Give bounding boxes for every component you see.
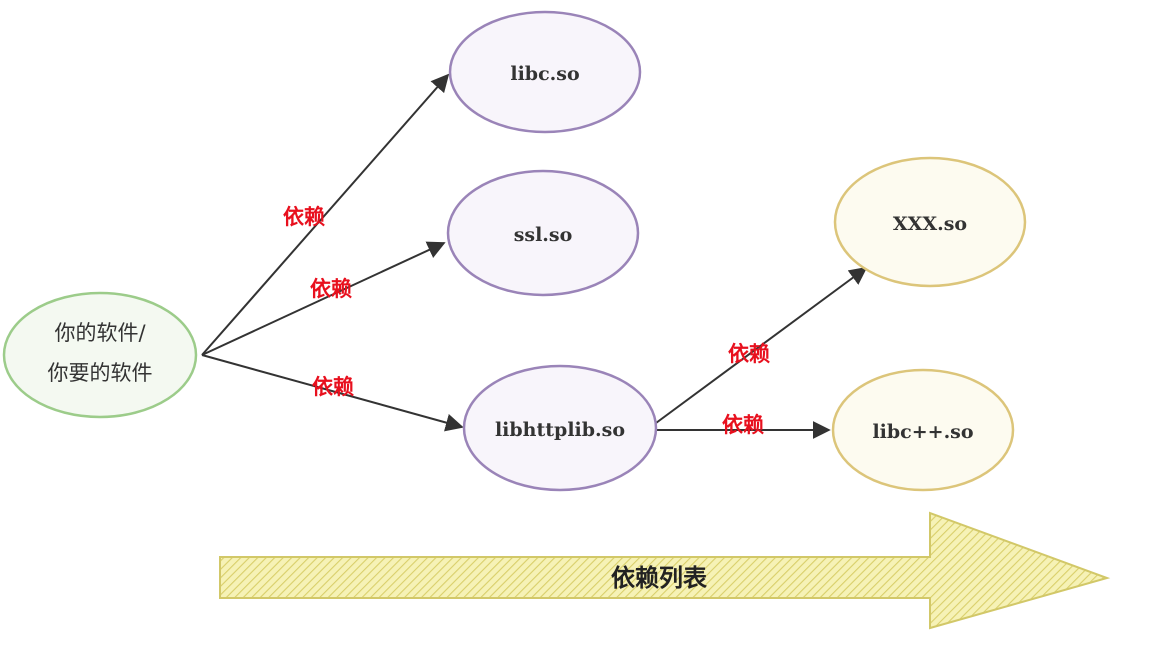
edge-labels: 依赖 依赖 依赖 依赖 依赖 bbox=[283, 205, 770, 437]
node-ssl-shape bbox=[446, 169, 640, 297]
node-xxx-label: XXX.so bbox=[893, 213, 967, 235]
edge-root-libhttplib bbox=[201, 354, 464, 432]
edge-label-root-libhttplib: 依赖 bbox=[312, 375, 354, 399]
node-libc-shape bbox=[448, 10, 642, 134]
node-root-label-line2: 你要的软件 bbox=[48, 361, 153, 385]
edge-libhttplib-xxx bbox=[655, 266, 868, 424]
banner-arrow-shape bbox=[219, 511, 1111, 630]
edge-label-root-ssl: 依赖 bbox=[310, 277, 352, 301]
node-root-label-line1: 你的软件/ bbox=[54, 321, 146, 345]
edge-label-libhttplib-xxx: 依赖 bbox=[728, 342, 770, 366]
node-xxx: XXX.so bbox=[833, 156, 1027, 288]
edge-root-ssl bbox=[201, 241, 446, 356]
node-ssl: ssl.so bbox=[446, 169, 640, 297]
node-libc-label: libc.so bbox=[510, 63, 579, 85]
dependency-list-banner: 依赖列表 bbox=[219, 511, 1111, 630]
edge-label-libhttplib-libcpp: 依赖 bbox=[722, 413, 764, 437]
edge-label-root-libc: 依赖 bbox=[283, 205, 325, 229]
node-root-shape bbox=[2, 291, 198, 419]
node-libc: libc.so bbox=[448, 10, 642, 134]
banner-label: 依赖列表 bbox=[611, 564, 708, 592]
node-xxx-shape bbox=[833, 156, 1027, 288]
node-libcpp: libc++.so bbox=[831, 368, 1015, 492]
node-ssl-label: ssl.so bbox=[514, 224, 573, 246]
node-root: 你的软件/ 你要的软件 bbox=[2, 291, 198, 419]
node-libcpp-shape bbox=[831, 368, 1015, 492]
node-libhttplib-label: libhttplib.so bbox=[495, 419, 625, 441]
node-libcpp-label: libc++.so bbox=[872, 421, 973, 443]
edge-root-libc bbox=[201, 73, 450, 356]
node-libhttplib: libhttplib.so bbox=[462, 364, 658, 492]
edges bbox=[201, 73, 868, 439]
node-libhttplib-shape bbox=[462, 364, 658, 492]
